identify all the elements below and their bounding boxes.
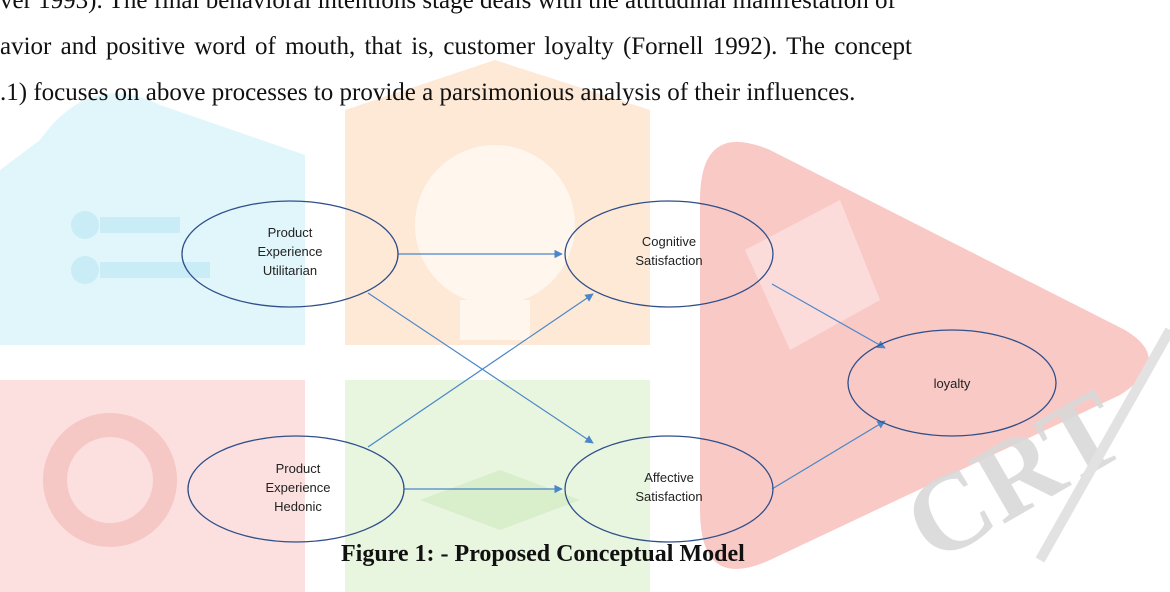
node-label: Satisfaction — [635, 489, 702, 504]
edge-hedonic-cognitive — [367, 293, 594, 448]
edge-affective-loyalty — [771, 420, 886, 490]
node-product-experience-hedonic: Product Experience Hedonic — [187, 435, 405, 543]
node-label: Hedonic — [274, 499, 322, 514]
node-product-experience-utilitarian: Product Experience Utilitarian — [181, 200, 399, 308]
node-label: Satisfaction — [635, 253, 702, 268]
node-label: loyalty — [934, 376, 971, 391]
node-label: Utilitarian — [263, 263, 317, 278]
watermark-orange-tile — [345, 60, 650, 345]
paragraph-line-1: ver 1993). The final behavioral intentio… — [0, 0, 896, 14]
node-loyalty: loyalty — [847, 329, 1057, 437]
node-cognitive-satisfaction: Cognitive Satisfaction — [564, 200, 774, 308]
paragraph-line-3: .1) focuses on above processes to provid… — [0, 79, 856, 106]
edge-utilitarian-affective — [367, 292, 594, 444]
paragraph-line-2: avior and positive word of mouth, that i… — [0, 33, 912, 60]
node-label: Experience — [257, 244, 322, 259]
watermark-slash-line — [1035, 327, 1170, 563]
watermark-cyan-tile — [0, 93, 305, 345]
node-label: Experience — [265, 480, 330, 495]
node-label: Cognitive — [642, 234, 696, 249]
node-label: Product — [268, 225, 313, 240]
watermark-red-triangle — [700, 141, 1149, 569]
watermark-green-tile — [345, 380, 650, 592]
edge-cognitive-loyalty — [771, 283, 886, 349]
figure-caption: Figure 1: - Proposed Conceptual Model — [341, 541, 745, 567]
node-label: Affective — [644, 470, 694, 485]
watermark-pink-tile — [0, 380, 305, 592]
node-affective-satisfaction: Affective Satisfaction — [564, 435, 774, 543]
node-label: Product — [276, 461, 321, 476]
